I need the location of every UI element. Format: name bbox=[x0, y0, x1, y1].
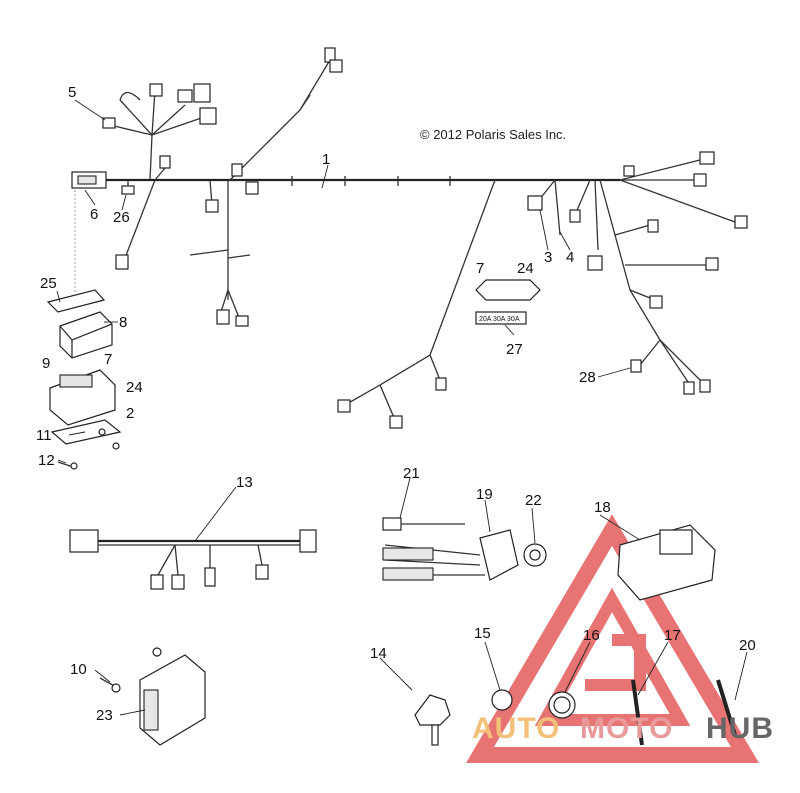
callout-13: 13 bbox=[236, 474, 253, 491]
callout-5: 5 bbox=[68, 84, 76, 101]
fuse-strip-25 bbox=[46, 289, 106, 313]
watermark-logo bbox=[466, 514, 760, 763]
callout-7-connector: 7 bbox=[476, 260, 484, 277]
cable-tie-20 bbox=[716, 679, 737, 736]
leader-lines bbox=[56, 99, 748, 716]
sub-harness-13 bbox=[69, 529, 317, 590]
bracket-11 bbox=[50, 419, 122, 445]
callout-24-connector: 24 bbox=[517, 260, 534, 277]
callout-27: 27 bbox=[506, 341, 523, 358]
watermark-text: AUTO MOTO HUB bbox=[472, 712, 774, 745]
connector-5 bbox=[102, 117, 116, 129]
svg-text:HUB: HUB bbox=[706, 712, 774, 745]
fuse-label-27: 20A 30A 30A bbox=[475, 311, 527, 325]
svg-text:AUTO: AUTO bbox=[472, 712, 560, 745]
ecu-23 bbox=[139, 647, 206, 746]
callout-25: 25 bbox=[40, 275, 57, 292]
callout-3: 3 bbox=[544, 249, 552, 266]
callout-15: 15 bbox=[474, 625, 491, 642]
callout-7-fuse: 7 bbox=[104, 351, 112, 368]
callout-26: 26 bbox=[113, 209, 130, 226]
callout-17: 17 bbox=[664, 627, 681, 644]
cable-tie-17 bbox=[631, 679, 644, 746]
fuse-box-assembly bbox=[46, 190, 122, 470]
callout-4: 4 bbox=[566, 249, 574, 266]
main-wire-harness bbox=[71, 47, 748, 429]
callout-8: 8 bbox=[119, 314, 127, 331]
relay-harness-19 bbox=[382, 517, 519, 581]
callout-6: 6 bbox=[90, 206, 98, 223]
svg-text:MOTO: MOTO bbox=[580, 712, 673, 745]
callout-16: 16 bbox=[583, 627, 600, 644]
bracket-14 bbox=[414, 694, 451, 726]
callout-28: 28 bbox=[579, 369, 596, 386]
callout-23: 23 bbox=[96, 707, 113, 724]
clip-15 bbox=[491, 689, 513, 711]
copyright-text: © 2012 Polaris Sales Inc. bbox=[420, 127, 566, 142]
callout-20: 20 bbox=[739, 637, 756, 654]
svg-text:20A 30A 30A: 20A 30A 30A bbox=[479, 316, 520, 323]
callout-22: 22 bbox=[525, 492, 542, 509]
callout-14: 14 bbox=[370, 645, 387, 662]
callout-12: 12 bbox=[38, 452, 55, 469]
callout-11: 11 bbox=[36, 427, 52, 444]
callout-18: 18 bbox=[594, 499, 611, 516]
callout-24-fuse: 24 bbox=[126, 379, 143, 396]
connector-7-24 bbox=[475, 279, 541, 301]
callout-21: 21 bbox=[403, 465, 420, 482]
screw-10 bbox=[99, 677, 121, 693]
callout-2: 2 bbox=[126, 405, 134, 422]
callout-numbers: 1 2 3 4 5 6 7 7 8 9 10 11 12 13 14 15 16… bbox=[36, 84, 756, 724]
callout-10: 10 bbox=[70, 661, 87, 678]
callout-9: 9 bbox=[42, 355, 50, 372]
callout-19: 19 bbox=[476, 486, 493, 503]
bolt-21 bbox=[382, 517, 402, 531]
callout-1: 1 bbox=[322, 151, 330, 168]
connector-26 bbox=[121, 185, 135, 195]
